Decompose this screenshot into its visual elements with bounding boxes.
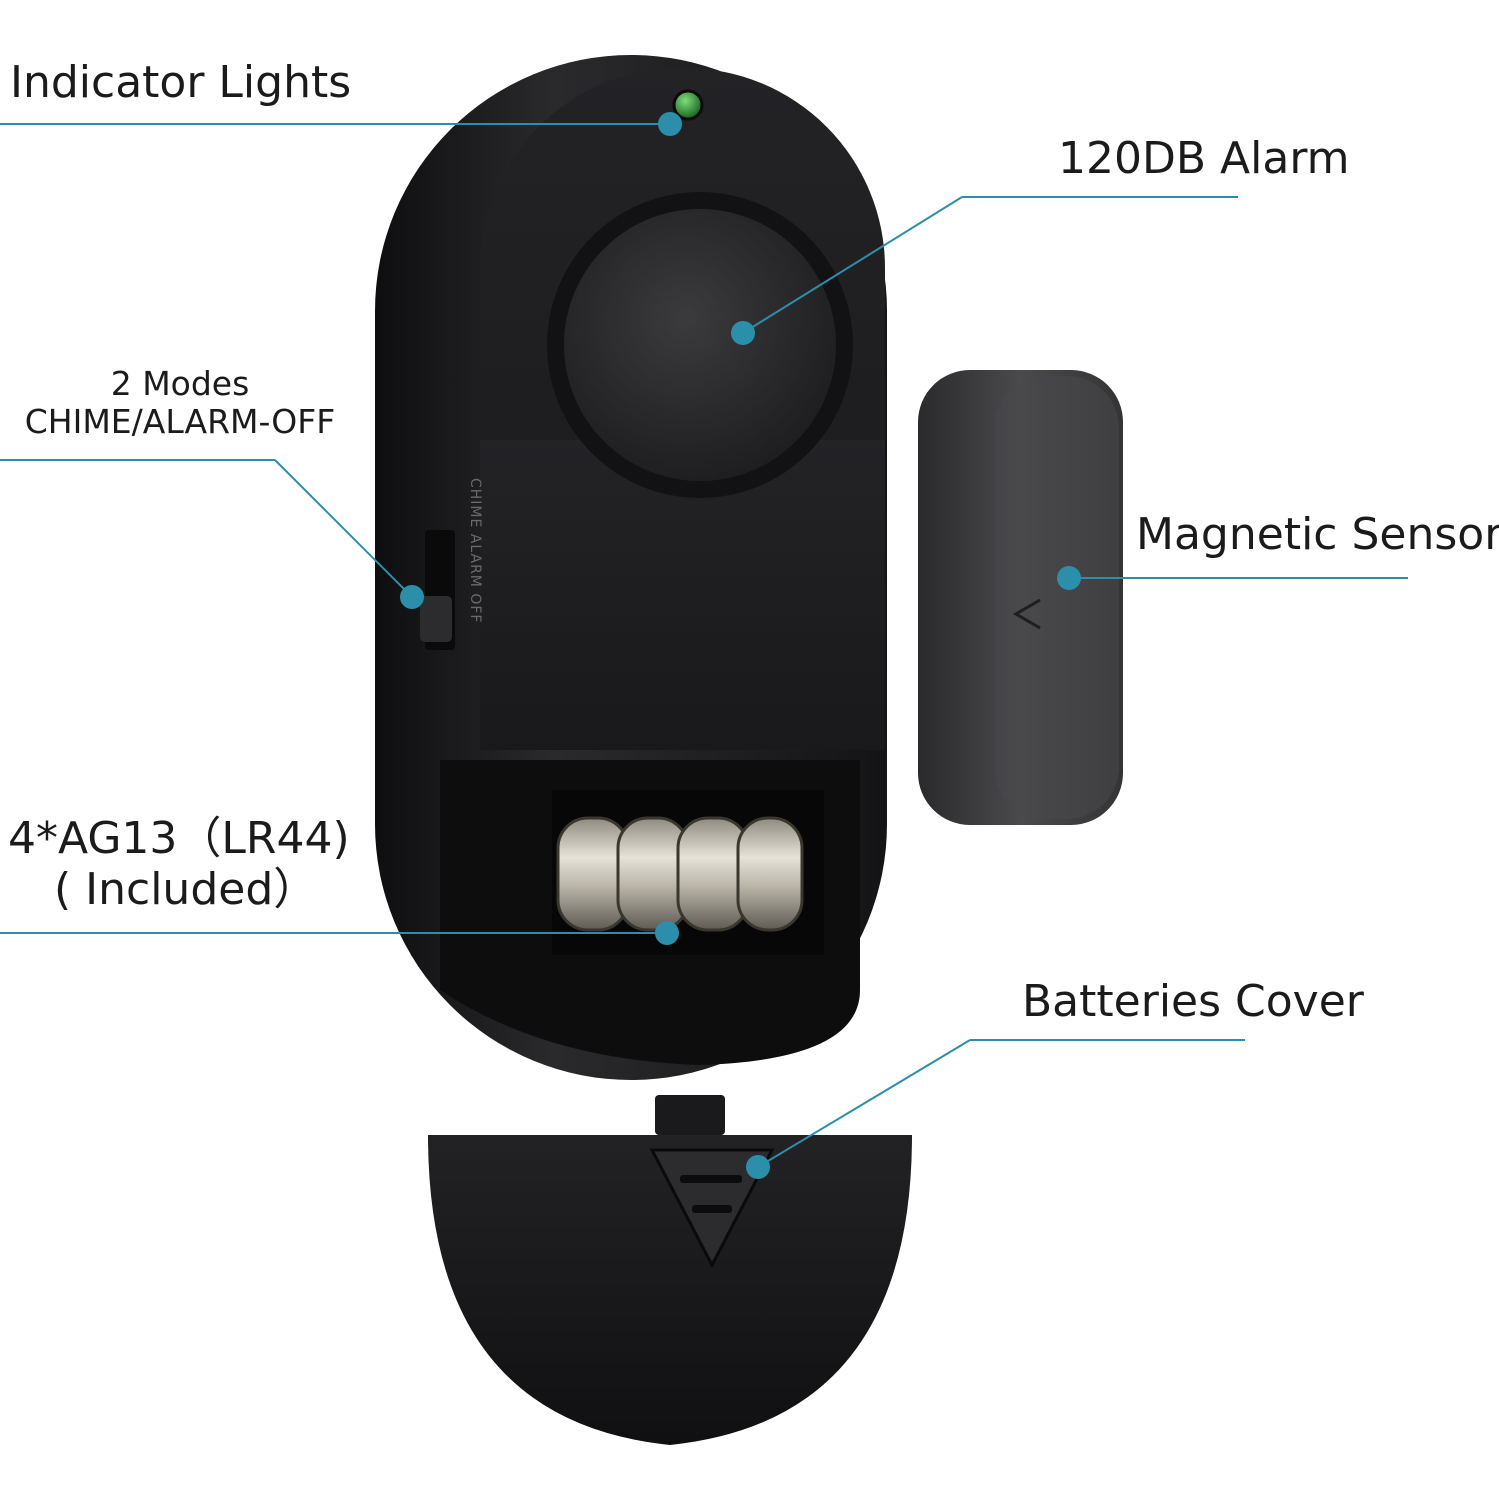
callout-magnetic-sensor [1057,566,1408,590]
alarm-main-unit [375,55,887,1080]
label-indicator-lights: Indicator Lights [10,57,352,108]
callout-battery [0,921,679,945]
switch-side-text: CHIME ALARM OFF [467,478,483,624]
speaker-grille [547,192,853,498]
label-modes: 2 Modes CHIME/ALARM-OFF [10,365,350,441]
label-magnetic-sensor: Magnetic Sensor [1136,509,1499,560]
label-modes-line1: 2 Modes [110,364,250,403]
callout-batteries-cover [746,1039,1245,1179]
battery-compartment [440,760,860,1065]
label-battery-line2: ( Included） [54,863,318,915]
callout-alarm [731,196,1238,345]
batteries [556,816,804,932]
label-alarm: 120DB Alarm [1058,133,1350,184]
label-batteries-cover: Batteries Cover [1022,976,1364,1027]
callout-modes [0,459,424,609]
indicator-led [672,89,704,121]
callout-indicator-lights [0,112,682,136]
label-modes-line2: CHIME/ALARM-OFF [24,401,336,441]
label-battery: 4*AG13（LR44) ( Included） [8,813,350,915]
magnetic-sensor-unit [918,370,1123,825]
battery-cover-unit [428,1095,912,1445]
callout-lines [0,112,1408,1179]
mode-switch [420,530,455,650]
label-battery-line1: 4*AG13（LR44) [8,813,350,864]
